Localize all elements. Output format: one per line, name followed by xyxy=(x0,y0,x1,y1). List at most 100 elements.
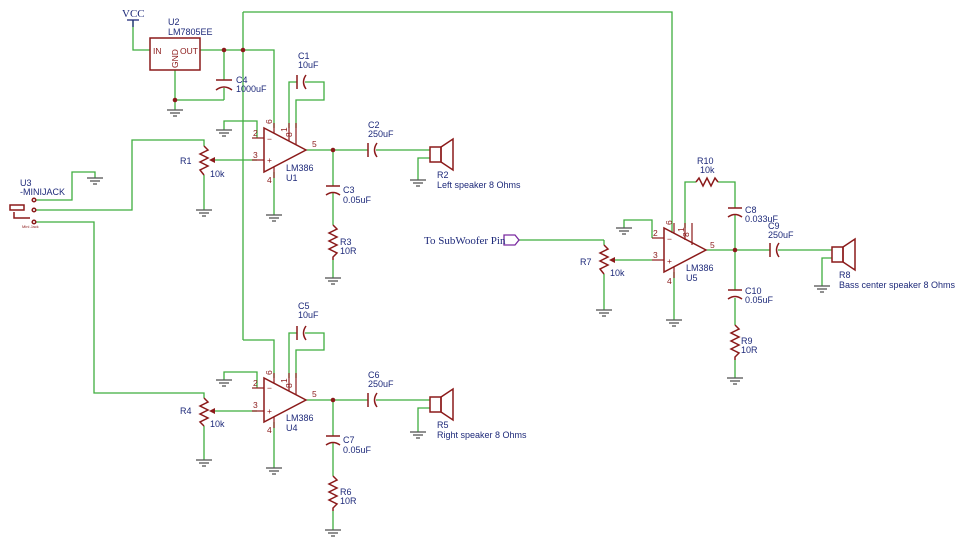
svg-text:R2: R2 xyxy=(437,170,449,180)
wire-spk5-gnd xyxy=(417,407,430,432)
svg-text:Mini Jack: Mini Jack xyxy=(22,224,39,229)
svg-text:C5: C5 xyxy=(298,301,310,311)
svg-text:4: 4 xyxy=(267,175,272,185)
opamp-triangle xyxy=(263,126,308,174)
svg-text:8: 8 xyxy=(284,383,294,388)
svg-text:6: 6 xyxy=(264,119,274,124)
wire-u1-pin2 xyxy=(223,120,258,138)
svg-text:C8: C8 xyxy=(745,205,757,215)
svg-text:R9: R9 xyxy=(741,336,753,346)
wire-vcc-in xyxy=(132,20,150,51)
svg-text:Bass center speaker 8 Ohms: Bass center speaker 8 Ohms xyxy=(839,280,956,290)
ground-icon xyxy=(615,227,633,235)
wire-u5-r10b xyxy=(718,181,736,208)
junction xyxy=(330,397,336,403)
potentiometer-r7: R7 10k xyxy=(580,244,625,278)
ground-icon xyxy=(813,285,831,293)
ground-icon xyxy=(265,467,283,475)
subwoofer-label: To SubWoofer Pin xyxy=(424,235,506,247)
svg-text:C6: C6 xyxy=(368,370,380,380)
svg-text:R8: R8 xyxy=(839,270,851,280)
svg-text:10uF: 10uF xyxy=(298,60,319,70)
svg-text:6: 6 xyxy=(664,220,674,225)
svg-text:10k: 10k xyxy=(700,165,715,175)
vcc-label: VCC xyxy=(122,8,145,20)
wire-u5-pin2 xyxy=(623,219,653,238)
svg-text:10k: 10k xyxy=(610,268,625,278)
ground-icon xyxy=(409,431,427,439)
capacitor-c1: C1 10uF xyxy=(296,51,319,90)
wire-jack-gnd xyxy=(35,171,96,201)
wire-rail-u4 xyxy=(243,339,275,378)
ground-symbols xyxy=(86,109,831,537)
svg-text:C9: C9 xyxy=(768,221,780,231)
junction xyxy=(240,47,246,53)
svg-text:+: + xyxy=(667,256,672,266)
reg-pin-out: OUT xyxy=(180,46,198,56)
ground-icon xyxy=(195,459,213,467)
wire-u1-c1b xyxy=(295,81,325,128)
capacitor-c4: C4 1000uF xyxy=(215,75,267,94)
ground-icon xyxy=(324,529,342,537)
speaker-r8: R8 Bass center speaker 8 Ohms xyxy=(831,237,956,290)
ground-icon xyxy=(195,209,213,217)
minijack-u3: U3 -MINIJACK Mini Jack xyxy=(9,178,65,229)
svg-text:R7: R7 xyxy=(580,257,592,267)
svg-text:−: − xyxy=(667,234,672,244)
svg-text:1: 1 xyxy=(676,227,686,232)
amplifier-u4: − + 2 3 4 5 6 8 1 LM386 U4 xyxy=(252,370,317,435)
c4-value: 1000uF xyxy=(236,84,267,94)
potentiometer-r4: R4 10k xyxy=(180,397,225,429)
svg-text:C2: C2 xyxy=(368,120,380,130)
amplifier-u5: − + 2 3 4 5 6 8 1 LM386 U5 xyxy=(652,220,715,286)
ground-icon xyxy=(726,377,744,385)
junctions xyxy=(172,47,738,403)
resistor-r9: R9 10R xyxy=(729,324,758,360)
capacitor-c9: C9 250uF xyxy=(768,221,794,258)
reg-pin-gnd: GND xyxy=(170,49,180,68)
svg-text:5: 5 xyxy=(710,240,715,250)
speaker-r2: R2 Left speaker 8 Ohms xyxy=(429,137,521,190)
wire-jack-right xyxy=(35,221,205,398)
wire-jack-left xyxy=(35,139,205,211)
wire-u4-pin2 xyxy=(223,371,258,388)
resistor-r6: R6 10R xyxy=(327,475,357,511)
svg-text:C7: C7 xyxy=(343,435,355,445)
ground-icon xyxy=(665,319,683,327)
wire-u4-c5b xyxy=(295,332,325,378)
resistor-r3: R3 10R xyxy=(327,224,357,260)
capacitor-c6: C6 250uF xyxy=(367,370,394,408)
capacitor-c8: C8 0.033uF xyxy=(727,205,779,224)
svg-text:10k: 10k xyxy=(210,419,225,429)
svg-text:U5: U5 xyxy=(686,273,698,283)
u1-ref: U1 xyxy=(286,173,298,183)
u2-ref: U2 xyxy=(168,17,180,27)
svg-text:C10: C10 xyxy=(745,286,762,296)
svg-text:10uF: 10uF xyxy=(298,310,319,320)
svg-text:10R: 10R xyxy=(340,496,357,506)
svg-text:LM386: LM386 xyxy=(686,263,714,273)
junction xyxy=(221,47,227,53)
capacitor-c3: C3 0.05uF xyxy=(325,185,372,205)
speaker-r5: R5 Right speaker 8 Ohms xyxy=(429,387,527,440)
svg-text:3: 3 xyxy=(653,250,658,260)
svg-text:U3: U3 xyxy=(20,178,32,188)
svg-text:250uF: 250uF xyxy=(368,129,394,139)
svg-text:R5: R5 xyxy=(437,420,449,430)
capacitor-c10: C10 0.05uF xyxy=(727,286,774,305)
wire-spk8-gnd xyxy=(821,257,832,286)
svg-text:2: 2 xyxy=(253,128,258,138)
wire-u5-r10a xyxy=(684,181,696,228)
svg-text:2: 2 xyxy=(253,378,258,388)
svg-text:3: 3 xyxy=(253,150,258,160)
svg-text:−: − xyxy=(267,134,272,144)
svg-text:6: 6 xyxy=(264,370,274,375)
wires xyxy=(35,11,832,530)
wire-u1-c1a xyxy=(288,81,297,128)
wire-spk-gnd xyxy=(417,157,430,180)
svg-text:−: − xyxy=(267,383,272,393)
svg-text:R3: R3 xyxy=(340,237,352,247)
wire-u4-c5a xyxy=(288,332,297,378)
svg-text:4: 4 xyxy=(667,276,672,286)
